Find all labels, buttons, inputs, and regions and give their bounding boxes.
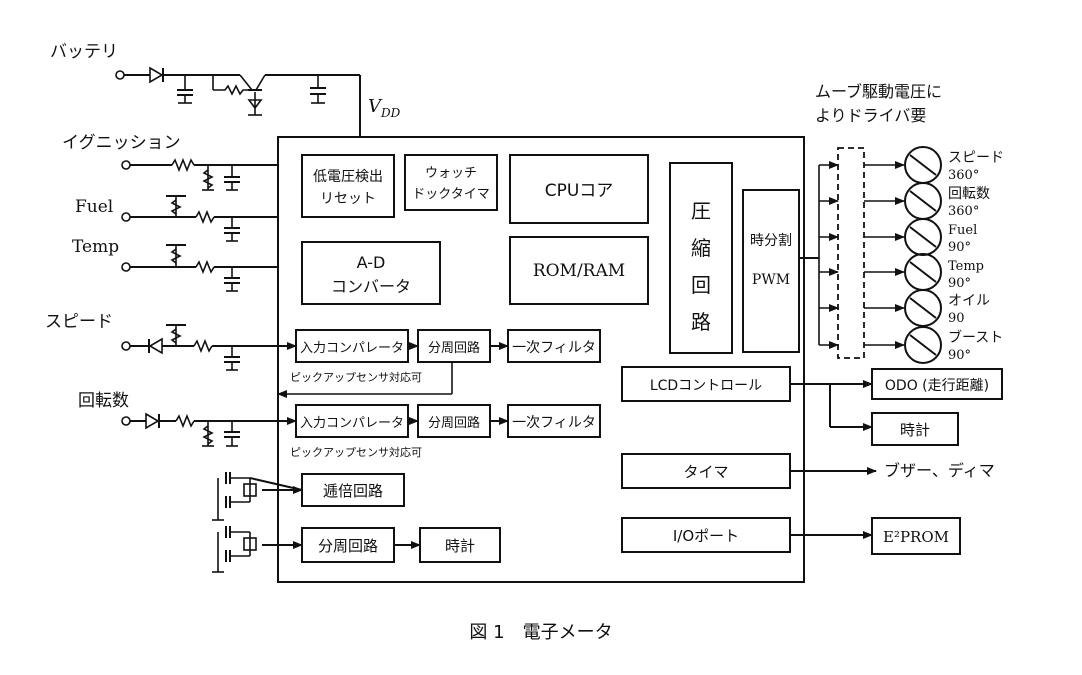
gauge-boost — [864, 326, 942, 364]
rpm-input-circuit — [121, 412, 297, 447]
driver-note-1: ムーブ駆動電圧に — [815, 82, 942, 101]
speed-pickup-note: ピックアップセンサ対応可 — [290, 370, 422, 384]
rom-ram-label: ROM/RAM — [533, 261, 625, 281]
speed-input-circuit — [121, 324, 297, 371]
low-voltage-label-2: リセット — [320, 191, 376, 207]
eeprom-block — [871, 517, 961, 555]
timer-block — [621, 453, 791, 489]
speed-input-label: スピード — [45, 312, 113, 332]
pwm-output-lines — [799, 161, 839, 349]
clock-display-block — [871, 412, 959, 446]
eeprom-label: E²PROM — [883, 528, 949, 546]
watchdog-label-1: ウォッチ — [425, 166, 477, 181]
watchdog-label-2: ドックタイマ — [412, 187, 489, 202]
speed-input-comparator-label: 入力コンパレータ — [300, 341, 404, 356]
timer-label: タイマ — [683, 463, 728, 481]
gauge-temp-range: 90° — [948, 276, 971, 291]
ignition-input-circuit — [121, 157, 278, 191]
fuel-input-circuit — [121, 195, 278, 242]
gauge-oil-name: オイル — [948, 293, 990, 309]
lcd-control-block — [621, 366, 791, 402]
speed-divider-label: 分周回路 — [428, 340, 480, 356]
gauge-rpm — [864, 182, 942, 220]
buzzer-dimmer-label: ブザー、ディマ — [884, 461, 995, 480]
gauge-boost-range: 90° — [948, 348, 971, 363]
watchdog-timer-block — [404, 154, 498, 211]
bottom-divider-label: 分周回路 — [318, 537, 378, 555]
rpm-divider-label: 分周回路 — [428, 415, 480, 431]
gauge-temp-name: Temp — [948, 259, 984, 274]
rpm-divider-block — [417, 404, 491, 438]
driver-block-dashed — [837, 147, 865, 359]
battery-supply-circuit — [115, 66, 361, 137]
gauge-fuel — [864, 218, 942, 256]
rpm-input-comparator-label: 入力コンパレータ — [300, 416, 404, 431]
speed-filter-label: 一次フィルタ — [512, 340, 596, 356]
low-voltage-label-1: 低電圧検出 — [313, 169, 383, 185]
gauge-temp — [864, 253, 942, 291]
gauge-fuel-name: Fuel — [948, 223, 977, 238]
io-port-label: I/Oポート — [673, 527, 739, 545]
multiplier-crystal-circuit — [212, 472, 303, 521]
gauge-oil — [864, 289, 942, 327]
gauge-fuel-range: 90° — [948, 240, 971, 255]
vdd-label: VDD — [368, 96, 401, 120]
speed-filter-block — [507, 329, 601, 363]
gauge-speed-name: スピード — [948, 150, 1004, 166]
ignition-label: イグニッション — [62, 133, 181, 153]
rpm-filter-label: 一次フィルタ — [512, 415, 596, 431]
ad-converter-label-1: A-D — [357, 253, 386, 272]
clock-display-label: 時計 — [900, 421, 930, 439]
multiplier-circuit-block — [301, 473, 405, 507]
odo-display-block — [871, 368, 1003, 400]
gauge-rpm-range: 360° — [948, 204, 979, 219]
pwm-label-1: 時分割 — [750, 232, 792, 249]
gauge-speed-range: 360° — [948, 168, 979, 183]
ad-converter-label-2: コンバータ — [331, 277, 411, 296]
figure-caption: 図 1 電子メータ — [469, 622, 612, 643]
clock-crystal-circuit — [212, 526, 303, 573]
bottom-clock-label: 時計 — [445, 537, 475, 555]
rom-ram-block — [509, 236, 649, 305]
pwm-block — [742, 189, 800, 353]
speed-divider-block — [417, 329, 491, 363]
compression-char-3: 回 — [691, 273, 711, 297]
gauge-speed — [864, 146, 942, 184]
multiplier-circuit-label: 逓倍回路 — [323, 482, 383, 500]
gauge-boost-name: ブースト — [948, 329, 1003, 346]
fuel-label: Fuel — [75, 197, 113, 217]
odo-display-label: ODO (走行距離) — [885, 377, 989, 394]
rpm-input-label: 回転数 — [78, 391, 129, 411]
lcd-control-label: LCDコントロール — [650, 378, 762, 394]
bottom-divider-block — [301, 527, 395, 563]
rpm-filter-block — [507, 404, 601, 438]
compression-circuit-block — [669, 162, 733, 354]
gauge-oil-range: 90 — [948, 311, 965, 326]
temp-input-circuit — [121, 244, 278, 292]
rpm-pickup-note: ピックアップセンサ対応可 — [290, 445, 422, 459]
speed-input-comparator-block — [295, 329, 409, 363]
gauge-rpm-name: 回転数 — [948, 186, 990, 202]
ad-converter-block — [301, 241, 441, 305]
low-voltage-reset-block — [301, 154, 395, 218]
compression-char-1: 圧 — [691, 199, 711, 223]
temp-label: Temp — [72, 237, 119, 257]
battery-label: バッテリ — [50, 42, 118, 62]
cpu-core-label: CPUコア — [545, 181, 614, 201]
compression-char-2: 縮 — [691, 236, 711, 260]
pwm-label-2: PWM — [752, 272, 790, 288]
compression-char-4: 路 — [691, 310, 711, 334]
driver-note-2: よりドライバ要 — [815, 106, 926, 125]
cpu-core-block — [509, 154, 649, 224]
